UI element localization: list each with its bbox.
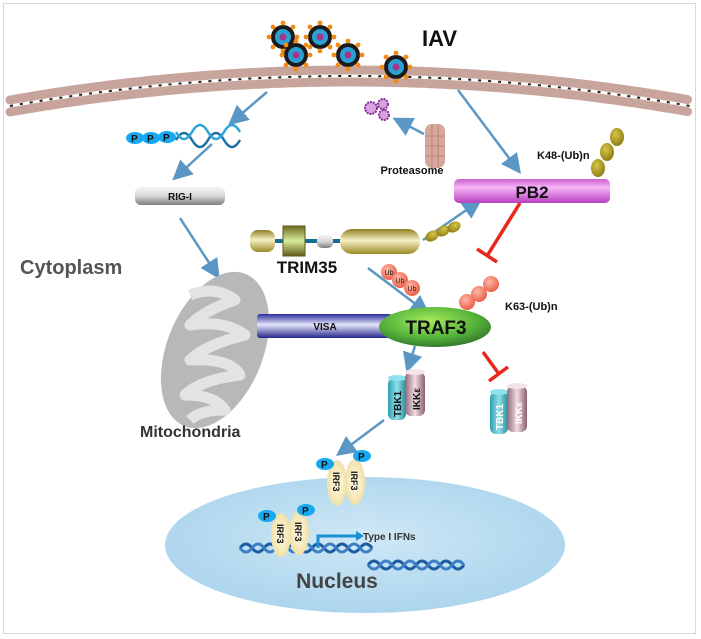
- irf3-dimer-nucleus: P P IRF3 IRF3: [258, 504, 315, 557]
- inhibition-lines: [476, 202, 522, 383]
- svg-text:P: P: [263, 512, 270, 523]
- plasma-membrane: [5, 65, 695, 117]
- irf3-dimer-cytoplasm: P P IRF3 IRF3: [316, 450, 371, 506]
- arrow-rna-to-rigi: [172, 143, 213, 181]
- traf3-label: TRAF3: [405, 318, 466, 339]
- k48-label: K48-(Ub)n: [537, 150, 590, 162]
- arrow-rigi-to-mito: [178, 217, 220, 280]
- ppp-rna: P P P: [126, 123, 242, 149]
- svg-text:Ub: Ub: [396, 278, 405, 285]
- svg-text:TBK1: TBK1: [495, 403, 506, 430]
- iav-virion: [279, 38, 313, 72]
- tbk1-ikke-complex-active: TBK1 IKKε: [388, 369, 425, 420]
- svg-text:P: P: [147, 134, 154, 145]
- iav-label: IAV: [422, 26, 457, 51]
- iav-virion: [379, 50, 413, 84]
- rig-i-protein: RIG-I: [135, 187, 225, 205]
- tbk1-ikke-complex-inhibited: TBK1 IKKε: [490, 383, 527, 434]
- arrow-membrane-to-pb2: [457, 89, 521, 174]
- svg-text:P: P: [321, 460, 328, 471]
- irf3-label: IRF3: [331, 472, 341, 492]
- svg-text:IKKε: IKKε: [514, 402, 525, 424]
- inhibit-pb2-traf3: [485, 202, 522, 257]
- degraded-peptides: [364, 98, 390, 121]
- traf3-protein: TRAF3: [379, 307, 491, 347]
- arrow-membrane-to-rna: [228, 91, 268, 126]
- k63-label: K63-(Ub)n: [505, 301, 558, 313]
- proteasome: Proteasome: [381, 124, 445, 177]
- nucleus-label: Nucleus: [296, 570, 378, 593]
- k63-ub-chain: [459, 276, 499, 310]
- phospho-label: P: [131, 134, 138, 145]
- rig-i-label: RIG-I: [168, 192, 192, 203]
- svg-text:IRF3: IRF3: [293, 522, 303, 542]
- figure-frame: [3, 3, 696, 634]
- iav-virion: [331, 38, 365, 72]
- proteasome-label: Proteasome: [381, 165, 444, 177]
- pb2-ub-chain: [425, 221, 461, 242]
- arrow-proteasome-to-debris: [392, 117, 425, 136]
- ub-label: Ub: [385, 270, 394, 277]
- cytoplasm-label: Cytoplasm: [20, 257, 122, 279]
- arrow-traf3-to-tbk1: [403, 345, 423, 373]
- svg-text:P: P: [302, 506, 309, 517]
- trim35-protein: TRIM35: [250, 225, 420, 277]
- arrow-tbk1-to-irf3: [336, 419, 385, 456]
- svg-text:IRF3: IRF3: [349, 471, 359, 491]
- mitochondria-label: Mitochondria: [140, 424, 241, 441]
- type-i-ifn-label: Type I IFNs: [363, 532, 416, 543]
- visa-label: VISA: [313, 322, 336, 333]
- svg-text:IRF3: IRF3: [275, 524, 285, 544]
- pb2-label: PB2: [515, 183, 548, 202]
- mitochondrion: [160, 271, 270, 429]
- inhibit-traf3-tbk1: [481, 350, 501, 376]
- virus-particles: [266, 20, 413, 84]
- trim35-label: TRIM35: [277, 258, 337, 277]
- transcription-arrow: [316, 531, 364, 548]
- ikke-label: IKKε: [412, 388, 423, 410]
- svg-text:P: P: [358, 452, 365, 463]
- pb2-protein: PB2: [454, 179, 610, 203]
- tbk1-label: TBK1: [393, 390, 404, 417]
- svg-text:P: P: [163, 133, 170, 144]
- iav-virion: [303, 20, 337, 54]
- k48-ub-chain: [591, 128, 624, 177]
- arrow-trim35-to-traf3: [367, 267, 430, 316]
- traf3-ub-chain-free: Ub Ub Ub: [381, 264, 420, 296]
- visa-protein: VISA: [257, 314, 392, 338]
- svg-text:Ub: Ub: [408, 286, 417, 293]
